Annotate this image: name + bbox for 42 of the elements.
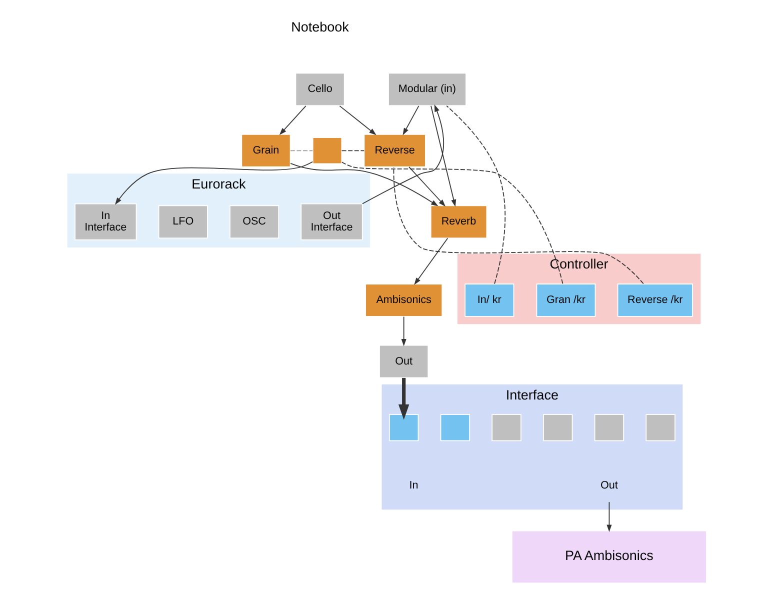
arrow: [414, 238, 448, 285]
arrow: [402, 105, 419, 136]
connector: [392, 166, 644, 284]
arrow: [606, 502, 612, 532]
connector: [289, 150, 313, 152]
node-box: [388, 414, 418, 442]
node-box: Out Interface: [300, 203, 362, 240]
arrow: [408, 166, 446, 207]
node-box: [312, 137, 342, 164]
arrow: [398, 378, 409, 420]
node-box: PA Ambisonics: [510, 530, 706, 584]
label: In: [408, 480, 418, 492]
node-box: Reverse /kr: [616, 284, 692, 317]
node-text: Out: [600, 480, 618, 492]
node-box: Ambisonics: [364, 284, 442, 317]
node-box: [491, 414, 521, 442]
arrow: [362, 104, 444, 204]
arrow: [430, 105, 456, 207]
arrow: [278, 105, 306, 136]
node-box: LFO: [158, 205, 208, 238]
label: Notebook: [290, 19, 348, 34]
node-box: [594, 414, 624, 442]
node-box: Gran /kr: [536, 284, 596, 317]
node-box: In Interface: [74, 203, 136, 240]
connector: [340, 150, 364, 152]
node-box: Cello: [294, 72, 344, 106]
connector: [340, 162, 563, 284]
node-box: [645, 414, 675, 442]
node-box: Grain: [240, 134, 290, 168]
node-box: [542, 414, 572, 442]
arrow: [290, 163, 438, 206]
arrow: [338, 105, 376, 136]
node-box: Reverb: [430, 205, 487, 238]
node-box: [440, 414, 470, 442]
node-box: Out: [378, 344, 428, 378]
node-box: Modular (in): [388, 72, 466, 106]
connector: [446, 105, 506, 284]
node-box: Reverse: [363, 134, 426, 168]
node-box: In/ kr: [464, 284, 514, 317]
arrow: [114, 161, 313, 205]
arrow: [400, 316, 406, 346]
node-box: OSC: [229, 205, 279, 238]
